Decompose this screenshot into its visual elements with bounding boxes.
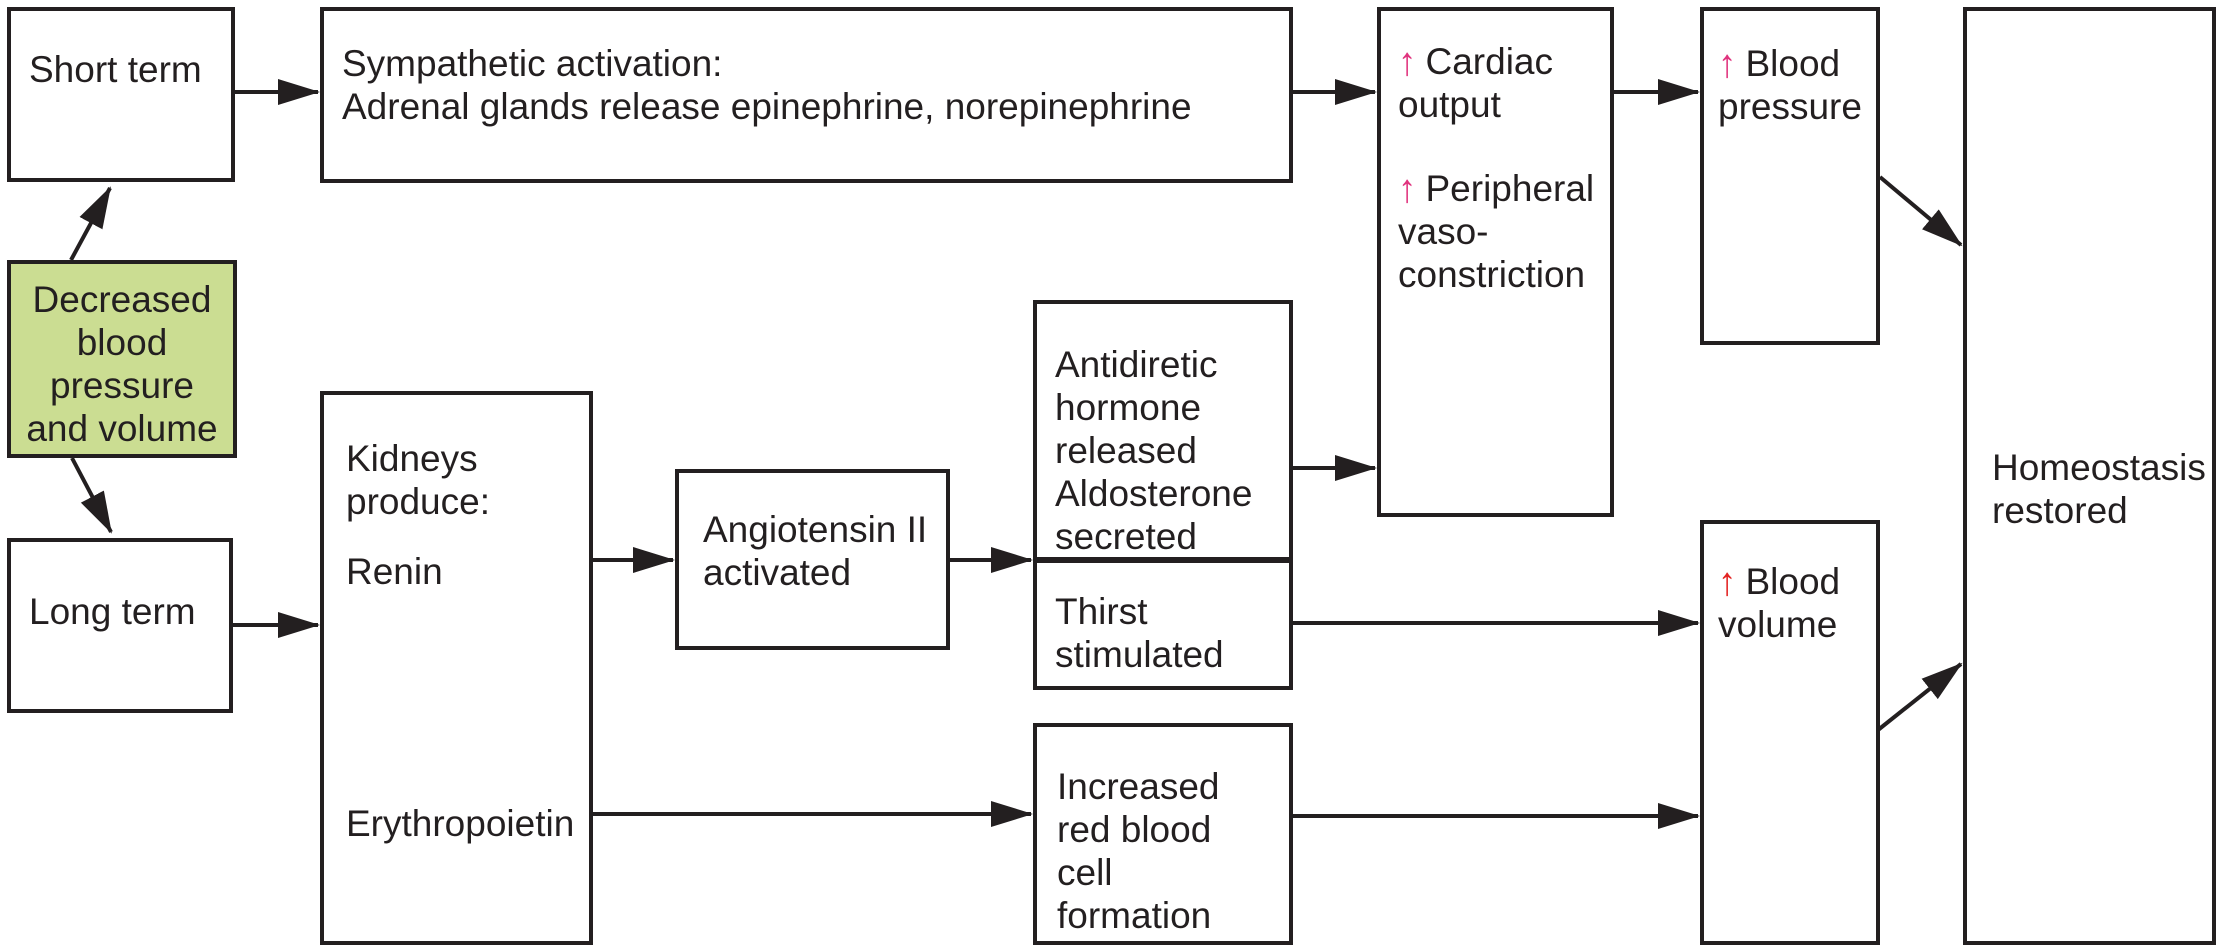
cardiac-output-entry: ↑Cardiac output <box>1398 39 1553 126</box>
compartment-divider <box>1037 557 1289 563</box>
box-long-term: Long term <box>7 538 233 713</box>
cardiac-output-label: Cardiac output <box>1398 41 1553 125</box>
renin-label: Renin <box>346 551 443 592</box>
box-short-term: Short term <box>7 7 235 182</box>
box-homeostasis-restored: Homeostasis restored <box>1963 7 2216 945</box>
increased-rbc-label: Increased red blood cell formation <box>1057 766 1220 936</box>
up-arrow-icon: ↑ <box>1398 166 1417 211</box>
box-blood-volume: ↑Blood volume <box>1700 520 1880 945</box>
arrow-blood-volume-to-homeostasis <box>1876 662 1963 732</box>
erythropoietin-label: Erythropoietin <box>346 803 575 844</box>
box-sympathetic-activation: Sympathetic activation: Adrenal glands r… <box>320 7 1293 183</box>
up-arrow-icon: ↑ <box>1718 41 1737 86</box>
peripheral-vasoconstriction-label: Peripheral vaso- constriction <box>1398 168 1595 295</box>
adh-aldosterone-label: Antidiretic hormone released Aldosterone… <box>1055 344 1253 557</box>
box-adh-aldosterone-thirst: Antidiretic hormone released Aldosterone… <box>1033 300 1293 690</box>
box-kidneys-produce: Kidneys produce: Renin Erythropoietin <box>320 391 593 945</box>
thirst-stimulated-label: Thirst stimulated <box>1055 591 1224 675</box>
long-term-label: Long term <box>29 591 196 632</box>
decreased-bp-volume-label: Decreased blood pressure and volume <box>26 279 218 449</box>
arrow-trigger-to-long-term <box>70 457 113 534</box>
sympathetic-label: Sympathetic activation: Adrenal glands r… <box>342 43 1192 127</box>
peripheral-vasoconstriction-entry: ↑Peripheral vaso- constriction <box>1398 166 1595 296</box>
box-blood-pressure: ↑Blood pressure <box>1700 7 1880 345</box>
box-decreased-bp-volume: Decreased blood pressure and volume <box>7 260 237 458</box>
angiotensin-label: Angiotensin II activated <box>703 509 928 593</box>
kidneys-heading: Kidneys produce: <box>346 438 490 522</box>
homeostasis-label: Homeostasis restored <box>1992 447 2206 531</box>
box-cardiac-output-vasoconstriction: ↑Cardiac output ↑Peripheral vaso- constr… <box>1377 7 1614 517</box>
box-angiotensin-activated: Angiotensin II activated <box>675 469 950 650</box>
up-arrow-icon: ↑ <box>1398 39 1417 84</box>
blood-volume-label: Blood volume <box>1718 561 1841 645</box>
arrow-trigger-to-short-term <box>69 186 112 261</box>
up-arrow-icon: ↑ <box>1718 559 1737 604</box>
short-term-label: Short term <box>29 49 202 90</box>
blood-pressure-label: Blood pressure <box>1718 43 1862 127</box>
blood-volume-entry: ↑Blood volume <box>1718 559 1841 646</box>
blood-pressure-entry: ↑Blood pressure <box>1718 41 1862 128</box>
arrow-blood-pressure-to-homeostasis <box>1878 175 1963 247</box>
box-increased-rbc-formation: Increased red blood cell formation <box>1033 723 1293 945</box>
